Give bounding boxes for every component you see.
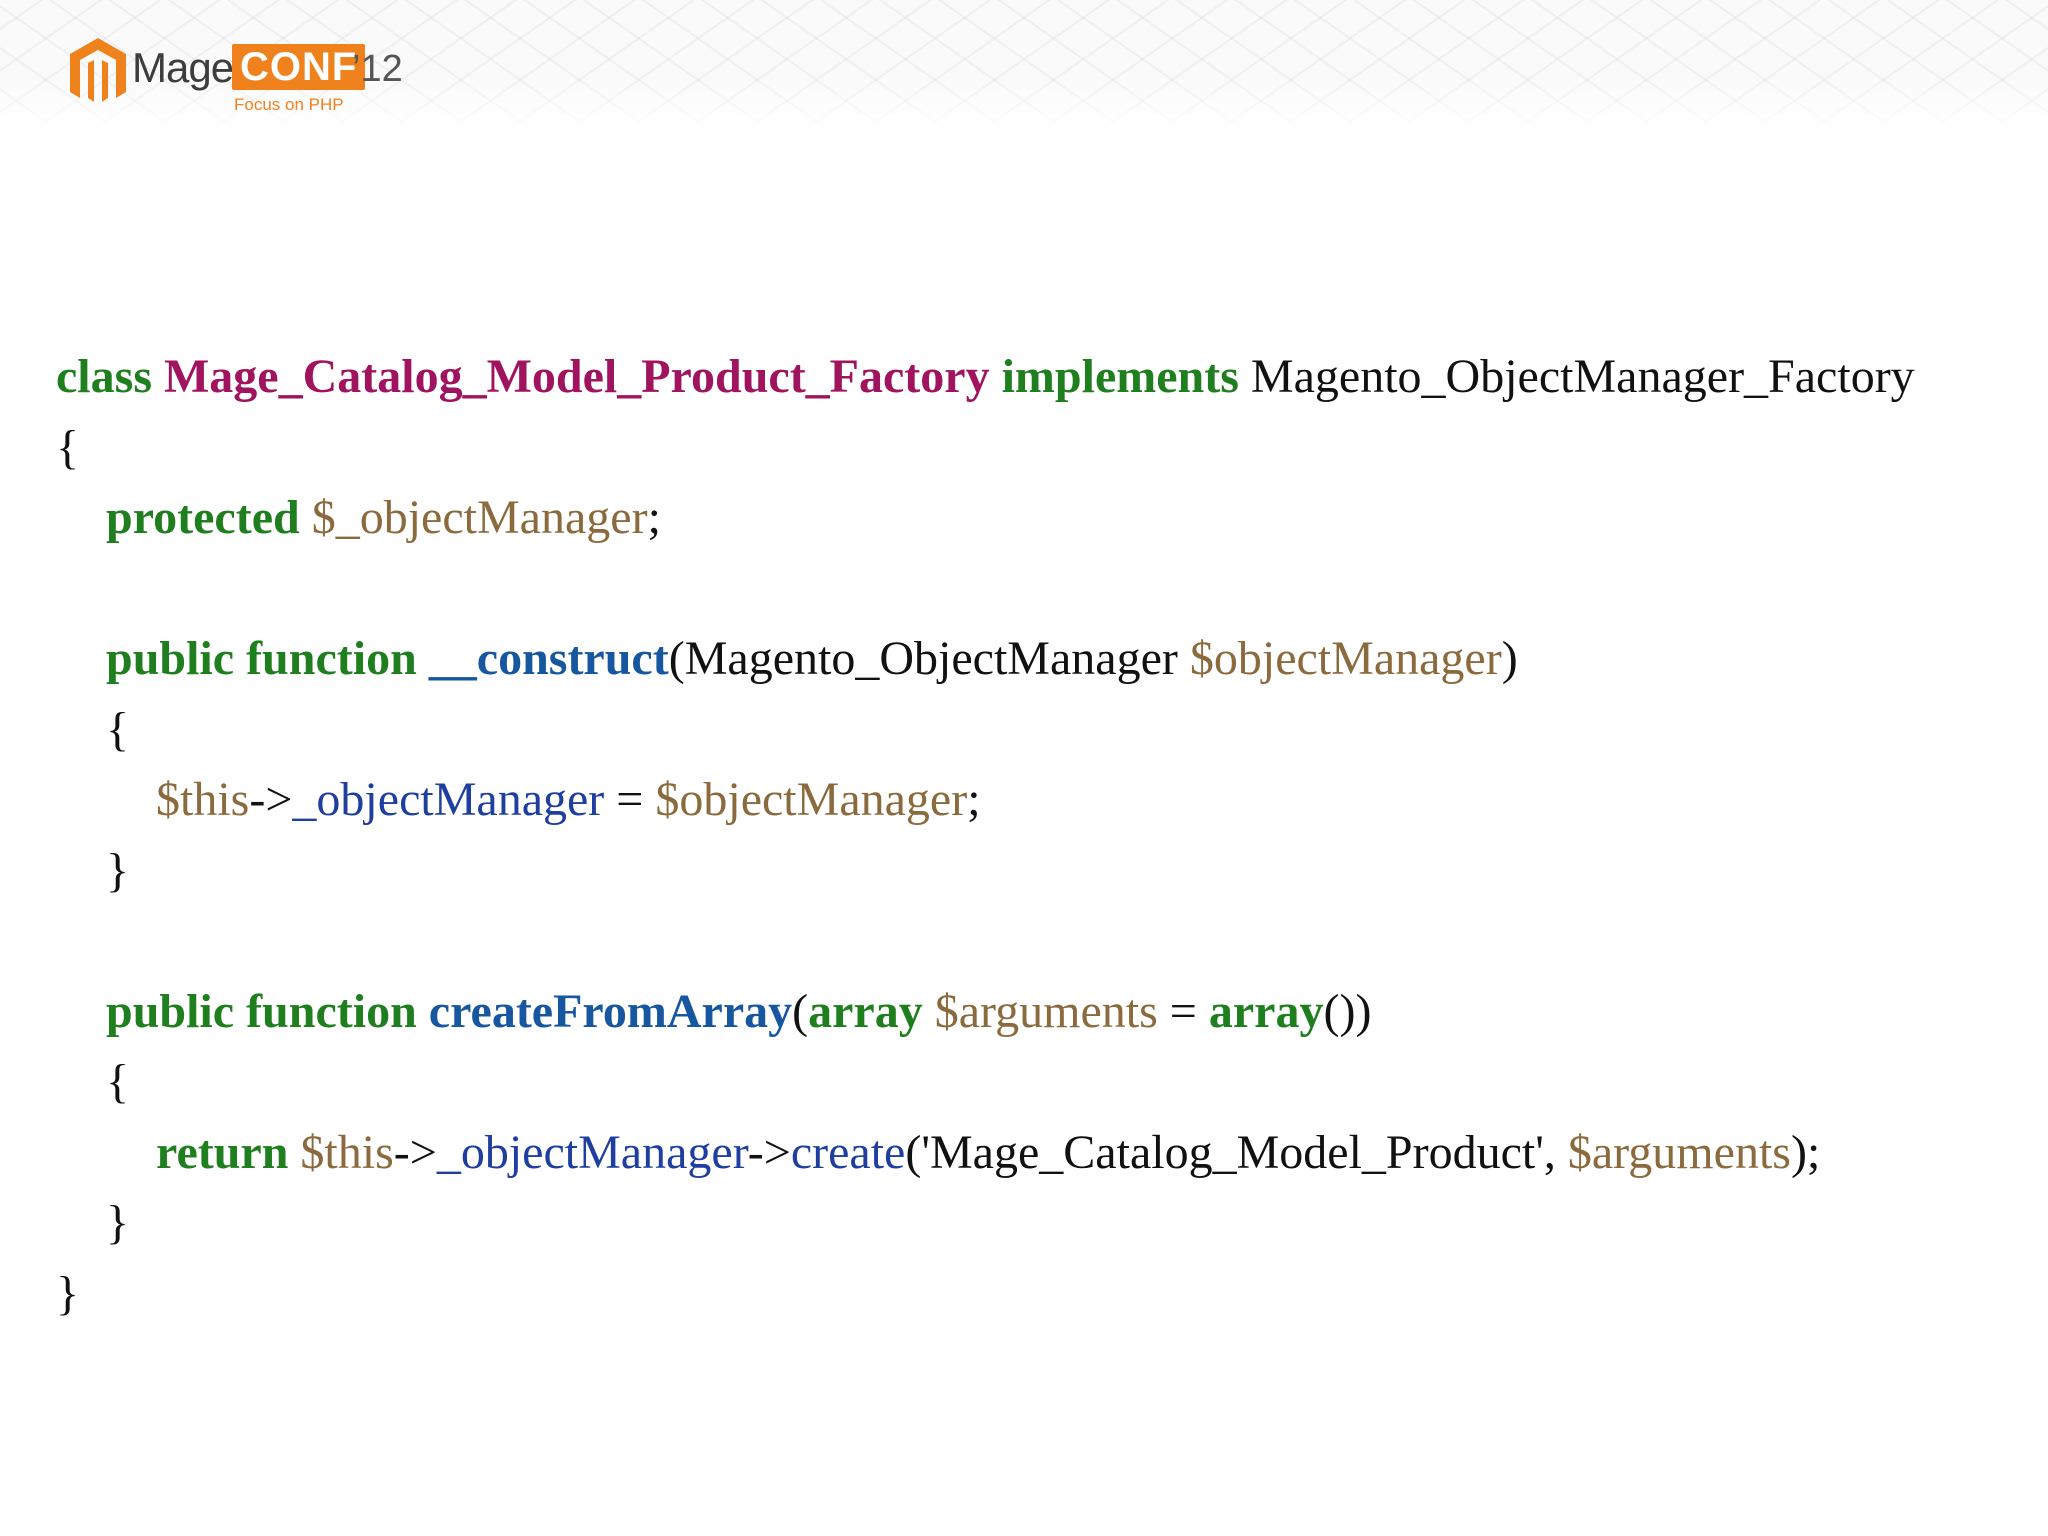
code-line-method-open: { — [56, 1047, 2046, 1118]
code-line-method-signature: public function createFromArray(array $a… — [56, 977, 2046, 1048]
semicolon: ; — [967, 773, 981, 826]
interface-name: Magento_ObjectManager_Factory — [1250, 350, 1915, 403]
paren-close: ); — [1790, 1125, 1821, 1179]
brace: } — [56, 1266, 80, 1320]
paren-open: ( — [668, 632, 685, 685]
property-variable: $_objectManager — [311, 491, 648, 544]
arguments-variable: $arguments — [1567, 1125, 1791, 1179]
keyword-public-function: public function — [106, 984, 417, 1038]
this-variable: $this — [156, 773, 250, 826]
equals: = — [604, 773, 656, 826]
keyword-class: class — [56, 350, 152, 403]
paren-close: ) — [1501, 632, 1518, 685]
code-line-class-declaration: class Mage_Catalog_Model_Product_Factory… — [56, 342, 2046, 413]
param-variable: $arguments — [934, 984, 1158, 1038]
logo-conf-badge: CONF — [232, 44, 366, 90]
logo-tagline: Focus on PHP — [234, 95, 344, 114]
code-line-constructor-signature: public function __construct(Magento_Obje… — [56, 624, 2046, 695]
method-create: create — [790, 1125, 906, 1179]
magento-logo-icon — [70, 38, 126, 102]
this-variable: $this — [300, 1125, 394, 1179]
code-line-constructor-close: } — [56, 836, 2046, 907]
brace: } — [106, 843, 130, 897]
brace: { — [106, 702, 130, 756]
arrow-operator: -> — [393, 1125, 437, 1179]
param-variable: $objectManager — [1189, 632, 1502, 685]
keyword-public-function: public function — [106, 632, 417, 685]
keyword-array-default: array — [1208, 984, 1324, 1038]
string-argument: ('Mage_Catalog_Model_Product', — [905, 1125, 1568, 1179]
function-name-construct: __construct — [428, 632, 669, 685]
code-line-class-close: } — [56, 1259, 2046, 1330]
code-line-method-close: } — [56, 1188, 2046, 1259]
brace: { — [56, 420, 80, 474]
brace: } — [106, 1196, 130, 1249]
code-blank-line — [56, 554, 2046, 625]
code-line-constructor-open: { — [56, 695, 2046, 766]
class-name: Mage_Catalog_Model_Product_Factory — [164, 350, 990, 403]
assigned-variable: $objectManager — [655, 773, 968, 826]
logo-mage-text: Mage — [132, 44, 234, 91]
equals: = — [1157, 984, 1209, 1038]
code-line-property: protected $_objectManager; — [56, 483, 2046, 554]
code-blank-line — [56, 906, 2046, 977]
mageconf-logo: Mage CONF ’12 Focus on PHP — [68, 36, 408, 126]
header-pattern — [0, 0, 2048, 132]
code-line-return: return $this->_objectManager->create('Ma… — [56, 1118, 2046, 1189]
keyword-array: array — [808, 984, 923, 1038]
logo-year: ’12 — [352, 48, 403, 90]
paren-open: ( — [792, 984, 809, 1038]
brace: { — [106, 1055, 130, 1108]
semicolon: ; — [647, 491, 661, 544]
arrow-operator: -> — [249, 773, 293, 826]
paren-close: ()) — [1323, 984, 1372, 1038]
code-line-assignment: $this->_objectManager = $objectManager; — [56, 765, 2046, 836]
keyword-return: return — [156, 1125, 289, 1179]
code-block: class Mage_Catalog_Model_Product_Factory… — [56, 342, 2046, 1329]
function-name-createfromarray: createFromArray — [428, 984, 793, 1038]
keyword-protected: protected — [106, 491, 300, 544]
param-type: Magento_ObjectManager — [684, 632, 1178, 685]
code-line-open-brace: { — [56, 413, 2046, 484]
arrow-operator: -> — [747, 1125, 791, 1179]
property-access: _objectManager — [292, 773, 605, 826]
keyword-implements: implements — [1001, 350, 1239, 403]
property-access: _objectManager — [436, 1125, 748, 1179]
